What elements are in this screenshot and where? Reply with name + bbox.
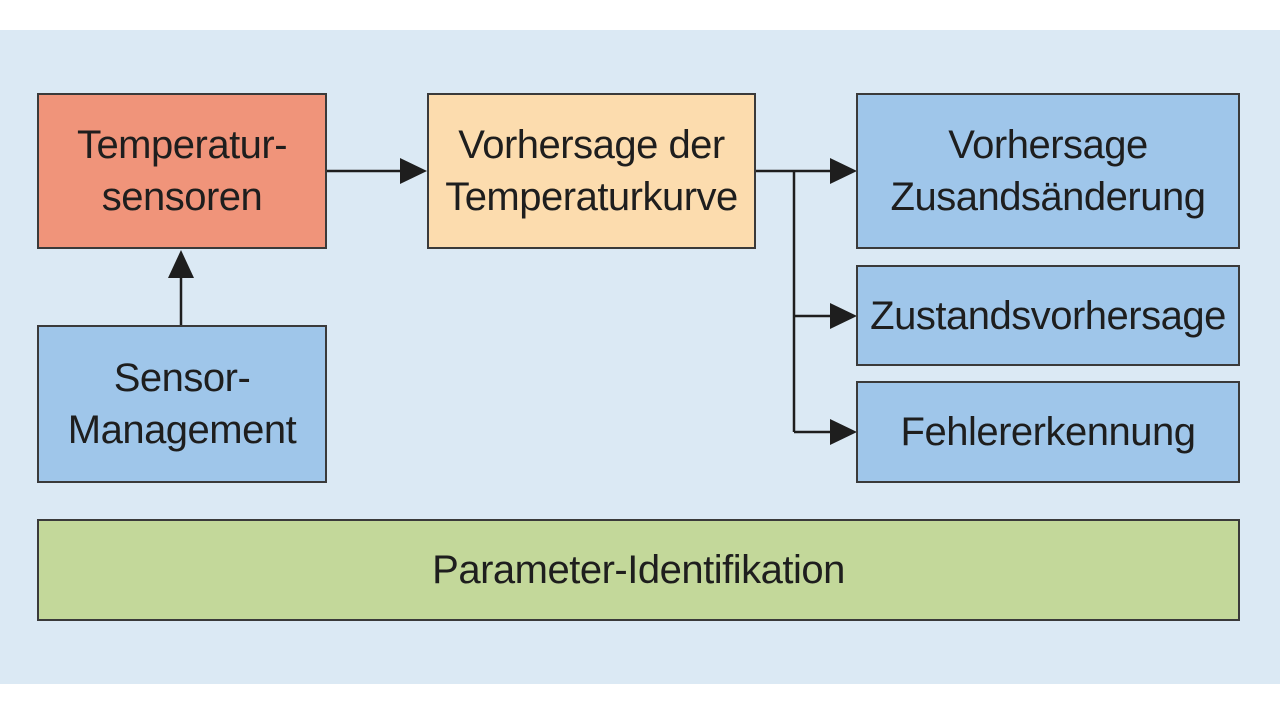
node-sensor-management: Sensor- Management: [37, 325, 327, 483]
node-fault-detection-label: Fehlererkennung: [900, 410, 1196, 454]
node-parameter-identification-label: Parameter-Identifikation: [432, 548, 845, 592]
node-temperature-sensors: Temperatur- sensoren: [37, 93, 327, 249]
node-state-prediction: Zustandsvorhersage: [856, 265, 1240, 366]
node-state-change-line2: Zusandsänderung: [890, 175, 1206, 219]
node-state-change: Vorhersage Zusandsänderung: [856, 93, 1240, 249]
node-parameter-identification: Parameter-Identifikation: [37, 519, 1240, 621]
node-curve-prediction: Vorhersage der Temperaturkurve: [427, 93, 756, 249]
node-fault-detection: Fehlererkennung: [856, 381, 1240, 483]
node-curve-prediction-line2: Temperaturkurve: [445, 175, 738, 219]
node-curve-prediction-line1: Vorhersage der: [458, 123, 725, 167]
node-sensor-management-line2: Management: [67, 408, 297, 452]
node-temperature-sensors-line1: Temperatur-: [76, 123, 288, 167]
node-temperature-sensors-line2: sensoren: [101, 175, 263, 219]
node-sensor-management-line1: Sensor-: [113, 356, 251, 400]
node-state-change-line1: Vorhersage: [948, 123, 1148, 167]
node-state-prediction-label: Zustandsvorhersage: [870, 293, 1226, 338]
